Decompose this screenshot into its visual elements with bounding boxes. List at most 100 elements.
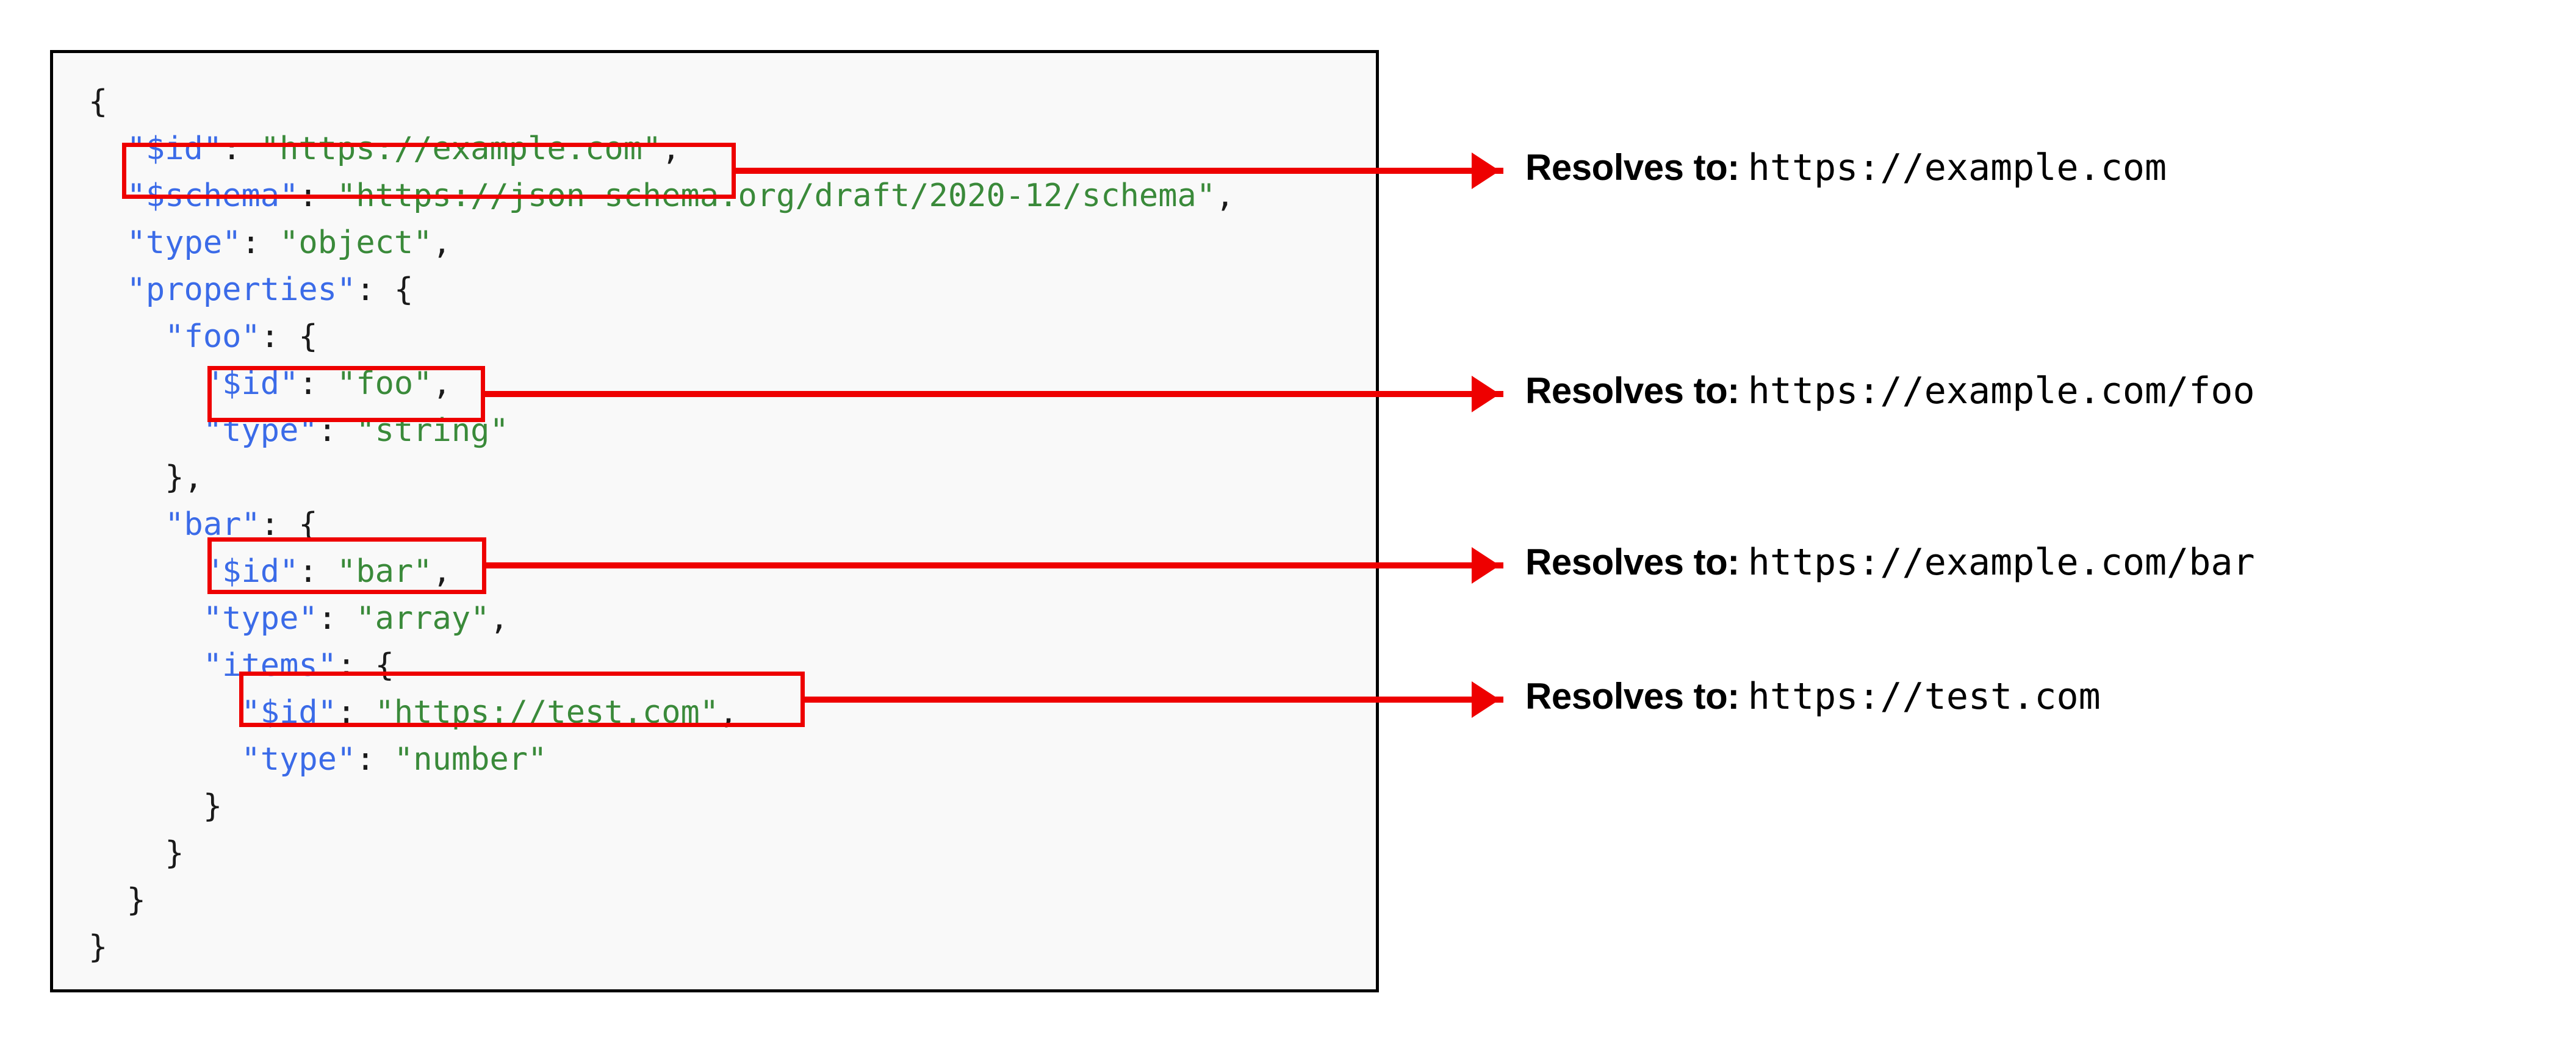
code-token-key: "$id" bbox=[203, 553, 299, 590]
code-indent bbox=[88, 271, 127, 308]
code-token-comma: , bbox=[661, 131, 681, 167]
annotation-label: Resolves to: bbox=[1525, 370, 1740, 411]
code-token-colon: : bbox=[356, 741, 394, 778]
annotation-url: https://test.com bbox=[1747, 675, 2101, 718]
code-token-comma: , bbox=[432, 365, 452, 402]
annotation-label: Resolves to: bbox=[1525, 542, 1740, 582]
annotation-root: Resolves to:https://example.com bbox=[1525, 146, 2167, 189]
code-token-key: "$schema" bbox=[126, 177, 299, 214]
annotation-url: https://example.com/bar bbox=[1747, 541, 2255, 584]
code-line: { bbox=[88, 79, 1234, 126]
code-token-key: "type" bbox=[126, 224, 242, 261]
code-line: "$id": "https://example.com", bbox=[88, 126, 1234, 173]
code-token-string: "object" bbox=[279, 224, 433, 261]
code-token-string: "https://example.com" bbox=[260, 131, 662, 167]
code-token-string: "number" bbox=[394, 741, 547, 778]
annotation-label: Resolves to: bbox=[1525, 147, 1740, 188]
annotation-url: https://example.com bbox=[1747, 146, 2167, 189]
code-token-key: "type" bbox=[241, 741, 356, 778]
code-indent bbox=[88, 600, 203, 637]
code-token-colon: : bbox=[317, 600, 356, 637]
code-line: "type": "string" bbox=[88, 407, 1234, 454]
code-line: } bbox=[88, 830, 1234, 877]
code-token-colon: : bbox=[241, 224, 280, 261]
code-token-colon: : bbox=[260, 506, 299, 543]
code-token-string: "bar" bbox=[337, 553, 433, 590]
code-token-key: "$id" bbox=[241, 694, 337, 731]
arrowhead-root bbox=[1472, 152, 1500, 189]
code-line: "$id": "foo", bbox=[88, 360, 1234, 407]
connector-line-foo bbox=[485, 391, 1503, 397]
code-token-comma: , bbox=[432, 224, 452, 261]
code-token-key: "type" bbox=[203, 600, 318, 637]
code-token-punctuation: } bbox=[88, 788, 223, 825]
annotation-label: Resolves to: bbox=[1525, 676, 1740, 717]
arrowhead-bar bbox=[1472, 547, 1500, 584]
code-indent bbox=[88, 647, 203, 684]
code-indent bbox=[88, 318, 165, 355]
code-token-colon: : bbox=[222, 131, 261, 167]
code-token-comma: , bbox=[719, 694, 738, 731]
code-token-key: "$id" bbox=[126, 131, 223, 167]
code-token-key: "foo" bbox=[165, 318, 261, 355]
code-token-string: "https://json-schema.org/draft/2020-12/s… bbox=[337, 177, 1216, 214]
connector-line-root bbox=[736, 168, 1503, 174]
code-indent bbox=[88, 224, 127, 261]
code-token-key: "properties" bbox=[126, 271, 356, 308]
code-token-colon: : bbox=[298, 365, 337, 402]
annotation-foo: Resolves to:https://example.com/foo bbox=[1525, 370, 2255, 412]
code-token-brace: { bbox=[394, 271, 414, 308]
code-token-colon: : bbox=[337, 694, 375, 731]
json-schema-code-panel: { "$id": "https://example.com", "$schema… bbox=[50, 50, 1379, 992]
code-token-brace: { bbox=[298, 506, 318, 543]
code-line: "type": "array", bbox=[88, 595, 1234, 642]
connector-line-bar bbox=[486, 562, 1503, 568]
code-token-colon: : bbox=[298, 553, 337, 590]
code-indent bbox=[88, 694, 241, 731]
annotation-bar: Resolves to:https://example.com/bar bbox=[1525, 541, 2255, 584]
code-indent bbox=[88, 553, 203, 590]
code-indent bbox=[88, 131, 127, 167]
code-line: } bbox=[88, 924, 1234, 971]
code-token-colon: : bbox=[298, 177, 337, 214]
code-line: "$schema": "https://json-schema.org/draf… bbox=[88, 173, 1235, 220]
code-indent bbox=[88, 506, 165, 543]
code-token-comma: , bbox=[489, 600, 509, 637]
code-indent bbox=[88, 177, 127, 214]
code-token-comma: , bbox=[432, 553, 452, 590]
code-token-punctuation: } bbox=[88, 882, 146, 919]
code-token-colon: : bbox=[317, 412, 356, 449]
code-line: "items": { bbox=[88, 642, 1234, 689]
code-token-colon: : bbox=[337, 647, 375, 684]
code-indent bbox=[88, 365, 203, 402]
code-line: "$id": "bar", bbox=[88, 548, 1234, 595]
code-token-punctuation: } bbox=[88, 835, 184, 872]
code-token-key: "items" bbox=[203, 647, 337, 684]
code-listing: { "$id": "https://example.com", "$schema… bbox=[88, 79, 1234, 971]
code-line: "bar": { bbox=[88, 501, 1234, 548]
annotation-items: Resolves to:https://test.com bbox=[1525, 675, 2101, 718]
annotation-url: https://example.com/foo bbox=[1747, 370, 2255, 412]
code-token-colon: : bbox=[260, 318, 299, 355]
code-line: }, bbox=[88, 454, 1234, 501]
code-token-punctuation: } bbox=[88, 929, 108, 966]
code-token-punctuation: }, bbox=[88, 459, 203, 496]
arrowhead-foo bbox=[1472, 376, 1500, 412]
code-line: "foo": { bbox=[88, 314, 1234, 360]
code-token-brace: { bbox=[375, 647, 394, 684]
code-token-key: "$id" bbox=[203, 365, 299, 402]
code-token-string: "string" bbox=[356, 412, 509, 449]
code-indent bbox=[88, 741, 241, 778]
code-line: } bbox=[88, 877, 1234, 924]
code-token-colon: : bbox=[356, 271, 394, 308]
code-indent bbox=[88, 412, 203, 449]
connector-line-items bbox=[805, 697, 1503, 703]
code-token-string: "array" bbox=[356, 600, 490, 637]
code-token-string: "https://test.com" bbox=[375, 694, 719, 731]
code-token-string: "foo" bbox=[337, 365, 433, 402]
code-token-key: "type" bbox=[203, 412, 318, 449]
arrowhead-items bbox=[1472, 681, 1500, 718]
code-token-comma: , bbox=[1215, 177, 1235, 214]
code-token-punctuation: { bbox=[88, 84, 108, 120]
